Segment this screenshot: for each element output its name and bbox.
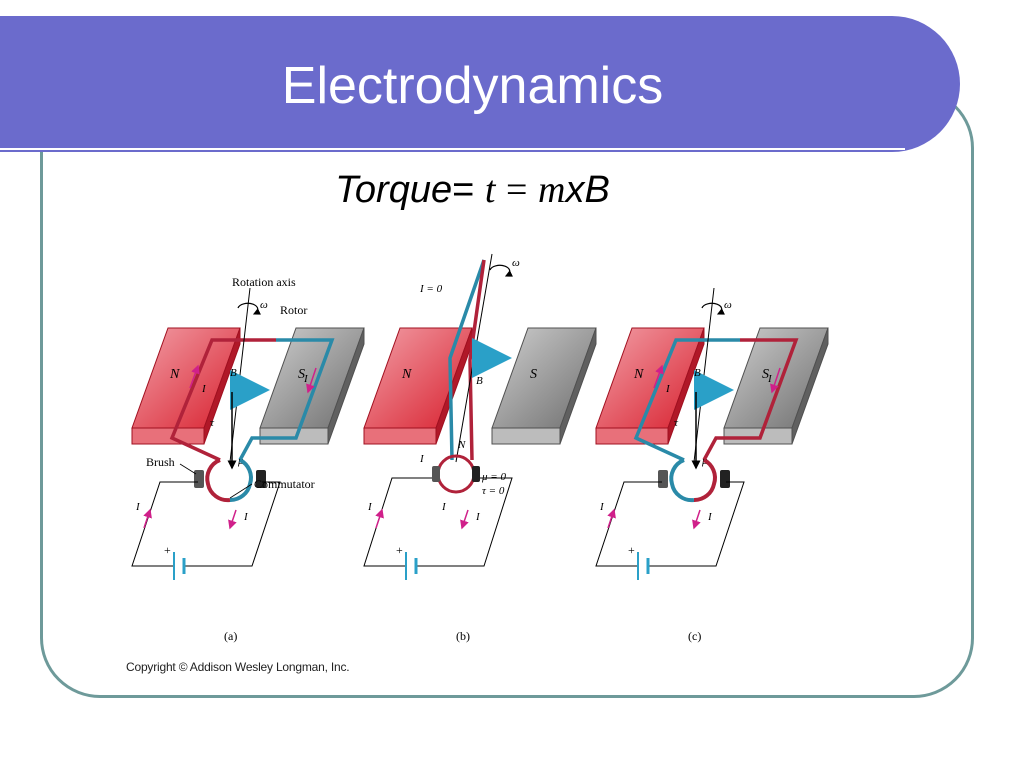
formula-m: m [538,169,566,211]
circuit-current-b1 [375,508,384,529]
current-arrow-a1 [189,364,200,389]
rotor-label: Rotor [280,303,307,317]
south-magnet-c: S [723,327,829,445]
current-label-c2: I [767,373,773,385]
title-bar: Electrodynamics [0,16,960,152]
circuit-current-a1 [143,508,152,529]
rotation-axis-label: Rotation axis [232,275,296,289]
south-label-a: S [298,367,305,382]
circuit-current-label-a2: I [243,511,249,523]
circuit-current-label-c1: I [599,501,605,513]
coil-red-c [702,338,799,461]
brush-left-c [658,470,668,488]
current-label-a1: I [201,383,207,395]
omega-label-b: ω [512,257,520,269]
north-label-c: N [633,367,644,382]
b-label-c: B [694,367,701,379]
plus-label-a: + [164,543,171,557]
coil-red-b [468,259,486,461]
omega-label-a: ω [260,299,268,311]
circuit-current-c1 [607,508,616,529]
coil-n-label-b: N [457,439,466,451]
copyright-notice: Copyright © Addison Wesley Longman, Inc. [126,660,350,674]
brush-right-b [472,466,480,482]
tau-zero-label: τ = 0 [482,485,505,497]
i-zero-label: I = 0 [419,283,443,295]
north-label-a: N [169,367,180,382]
brush-left-b [432,466,440,482]
formula-word: Torque [335,169,453,211]
circuit-current-label-b2: I [475,511,481,523]
brush-right-a [256,470,266,488]
current-arrow-c2 [770,367,781,394]
tau-label-a: τ [210,417,215,429]
north-magnet-c: N [595,327,705,445]
coil-teal-b [448,259,486,461]
omega-label-c: ω [724,299,732,311]
formula-equals-1: = [452,169,475,211]
formula-tau: t [484,169,496,211]
current-arrow-a2 [306,367,317,394]
south-label-b: S [530,367,537,382]
coil-teal-a [238,338,335,461]
south-label-c: S [762,367,769,382]
panel-b: N S ω I = 0 B N μ = 0 τ = 0 I I + I I (b [363,253,597,643]
dc-motor-diagram: N S ω Rotation axis Rotor B μ τ I I [131,253,829,643]
north-magnet-b: N [363,327,473,445]
brush-left-a [194,470,204,488]
south-magnet-b: S [491,327,597,445]
current-arrow-c1 [653,364,664,389]
brush-right-c [720,470,730,488]
caption-c: (c) [688,629,701,643]
commutator-label: Commutator [254,477,315,491]
plus-label-c: + [628,543,635,557]
omega-arrow-b [489,264,513,277]
formula-equals-2: = [506,169,528,211]
title-rule [0,148,905,150]
caption-a: (a) [224,629,237,643]
circuit-current-a2 [228,509,237,530]
b-label-a: B [230,367,237,379]
circuit-right-b [416,477,513,567]
slide-title: Electrodynamics [281,57,664,115]
north-label-b: N [401,367,412,382]
formula-b: B [584,169,610,211]
panel-c: N S ω B μ τ I I + I I (c) [595,287,829,643]
current-label-b1: I [419,453,425,465]
circuit-current-label-a1: I [135,501,141,513]
south-magnet-a: S [259,327,365,445]
caption-b: (b) [456,629,470,643]
omega-arrow-c [701,302,725,315]
mu-zero-label: μ = 0 [481,471,506,483]
circuit-current-label-b1: I [367,501,373,513]
commutator-teal-a [229,458,253,503]
tau-label-c: τ [674,417,679,429]
commutator-red-c [693,458,717,503]
circuit-right-a [184,481,281,567]
circuit-right-c [648,481,745,567]
commutator-leader [229,483,253,499]
commutator-red-a [205,458,231,503]
circuit-current-label-c2: I [707,511,713,523]
brush-leader [179,463,197,475]
formula-cross: x [565,169,585,211]
omega-arrow-a [237,302,261,315]
current-label-a2: I [303,373,309,385]
b-label-b: B [476,375,483,387]
panel-a: N S ω Rotation axis Rotor B μ τ I I [131,275,365,643]
circuit-current-c2 [692,509,701,530]
commutator-teal-c [669,458,695,503]
brush-label: Brush [146,455,175,469]
north-magnet-a: N [131,327,241,445]
circuit-current-b2 [460,509,469,530]
current-label-c1: I [665,383,671,395]
plus-label-b: + [396,543,403,557]
current-label-b2: I [441,501,447,513]
torque-formula: Torque= t = mxB [0,168,945,212]
